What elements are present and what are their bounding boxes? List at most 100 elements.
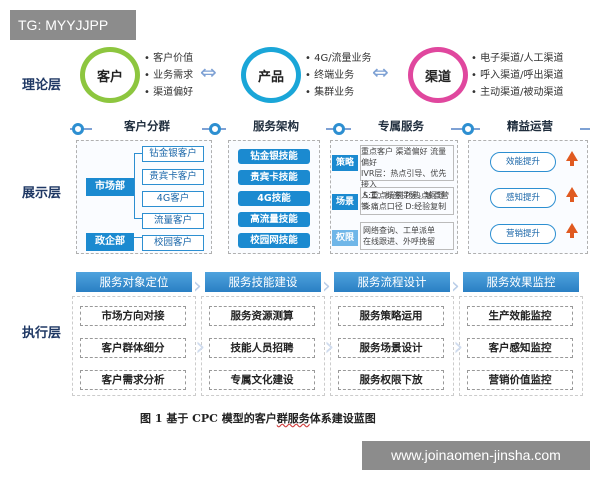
figure-caption: 图 1 基于 CPC 模型的客户群服务体系建设蓝图 [140,410,376,426]
layer-label-theory: 理论层 [22,78,62,93]
strategy-tag: 策略 [332,155,358,171]
exec-header: 服务效果监控 [463,272,579,292]
strategy-line: 重点客户 渠道偏好 流量偏好 [361,147,447,167]
list-item: • 客户价值 [144,53,194,64]
list-item: • 电子渠道/人工渠道 [471,53,564,64]
exec-header: 服务技能建设 [205,272,321,292]
list-item-text: 集群业务 [314,87,355,98]
market-dept-badge: 市场部 [86,178,134,196]
product-list: • 4G/流量业务 • 终端业务 • 集群业务 [305,50,372,101]
section-title-segmentation: 客户分群 [92,118,202,134]
layer-label-execution: 执行层 [22,326,62,341]
scenario-box: S:重点场景 P:热点问题 S:痛点口径 D:经验复制 [360,187,454,215]
double-arrow-icon: ⇔ [200,60,217,84]
permission-line: 在线跟进、外呼挽留 [363,237,435,246]
exec-item: 技能人员招聘 [209,338,315,358]
chevron-right-icon: › [324,332,335,362]
skill-tag: 校园网技能 [238,233,310,248]
exec-item: 服务资源测算 [209,306,315,326]
list-item-text: 4G/流量业务 [314,53,372,64]
section-title-architecture: 服务架构 [226,118,326,134]
skill-tag: 钻金银技能 [238,149,310,164]
exec-item: 专属文化建设 [209,370,315,390]
double-arrow-icon: ⇔ [372,60,389,84]
up-arrow-icon [566,187,578,202]
skill-tag: 贵宾卡技能 [238,170,310,185]
layer-label-display: 展示层 [22,186,62,201]
customer-circle-label: 客户 [96,69,123,85]
caption-suffix: 体系建设蓝图 [309,412,376,425]
exec-item: 市场方向对接 [80,306,186,326]
list-item: • 业务需求 [144,70,194,81]
up-arrow-icon [566,151,578,166]
permission-box: 网络查询、工单派单 在线跟进、外呼挽留 [360,222,454,250]
watermark-bottom: www.joinaomen-jinsha.com [362,441,590,470]
exec-item: 客户群体细分 [80,338,186,358]
list-item-text: 渠道偏好 [153,87,194,98]
operation-item: 效能提升 [490,152,556,172]
strategy-line: 人工：标签提醒、触点营销 [361,191,449,211]
chevron-right-icon: › [451,274,460,299]
section-node-icon [462,123,474,135]
chevron-right-icon: › [193,274,202,299]
bracket-line [134,237,142,245]
chevron-right-icon: › [322,274,331,299]
channel-circle-label: 渠道 [424,69,451,85]
section-node-icon [209,123,221,135]
up-arrow-icon [566,223,578,238]
exec-item: 客户需求分析 [80,370,186,390]
watermark-top: TG: MYYJJPP [10,10,136,40]
segment-tag: 校园客户 [142,235,204,251]
skill-tag: 高流量技能 [238,212,310,227]
segment-tag: 4G客户 [142,191,204,207]
channel-list: • 电子渠道/人工渠道 • 呼入渠道/呼出渠道 • 主动渠道/被动渠道 [471,50,563,101]
product-circle-label: 产品 [257,69,284,85]
list-item: • 集群业务 [305,87,355,98]
exec-item: 服务策略运用 [338,306,444,326]
permission-line: 网络查询、工单派单 [363,226,435,235]
list-item-text: 主动渠道/被动渠道 [480,87,564,98]
strategy-box: 重点客户 渠道偏好 流量偏好 IVR层：热点引导、优先接入 人工：标签提醒、触点… [360,145,454,211]
chevron-right-icon: › [453,332,464,362]
exec-header: 服务对象定位 [76,272,192,292]
segment-tag: 贵宾卡客户 [142,169,204,185]
bracket-line [134,153,142,219]
list-item: • 终端业务 [305,70,355,81]
product-circle: 产品 [241,47,301,103]
permission-tag: 权限 [332,230,358,246]
list-item-text: 客户价值 [153,53,194,64]
list-item: • 渠道偏好 [144,87,194,98]
section-node-icon [333,123,345,135]
operation-item: 感知提升 [490,188,556,208]
list-item: • 4G/流量业务 [305,53,372,64]
list-item: • 主动渠道/被动渠道 [471,87,564,98]
channel-circle: 渠道 [408,47,468,103]
section-title-dedicated: 专属服务 [351,118,451,134]
scenario-tag: 场景 [332,194,358,210]
exec-item: 客户感知监控 [467,338,573,358]
list-item-text: 业务需求 [153,70,194,81]
list-item-text: 终端业务 [314,70,355,81]
exec-header: 服务流程设计 [334,272,450,292]
segment-tag: 钻金银客户 [142,146,204,162]
exec-item: 生产效能监控 [467,306,573,326]
section-node-icon [72,123,84,135]
segment-tag: 流量客户 [142,213,204,229]
caption-wavy: 群服务 [276,412,310,425]
section-title-operation: 精益运营 [480,118,580,134]
exec-item: 服务权限下放 [338,370,444,390]
list-item-text: 呼入渠道/呼出渠道 [480,70,564,81]
chevron-right-icon: › [195,332,206,362]
list-item-text: 电子渠道/人工渠道 [480,53,564,64]
customer-list: • 客户价值 • 业务需求 • 渠道偏好 [144,50,193,101]
scenario-line: S:重点场景 P:热点问题 [363,191,445,200]
exec-item: 营销价值监控 [467,370,573,390]
exec-item: 服务场景设计 [338,338,444,358]
caption-prefix: 图 1 基于 CPC 模型的客户 [140,412,277,425]
scenario-line: S:痛点口径 D:经验复制 [363,202,447,211]
section-divider-line [70,128,590,130]
customer-circle: 客户 [80,47,140,103]
skill-tag: 4G技能 [238,191,310,206]
gov-dept-badge: 政企部 [86,233,134,251]
strategy-line: IVR层：热点引导、优先接入 [361,169,447,189]
